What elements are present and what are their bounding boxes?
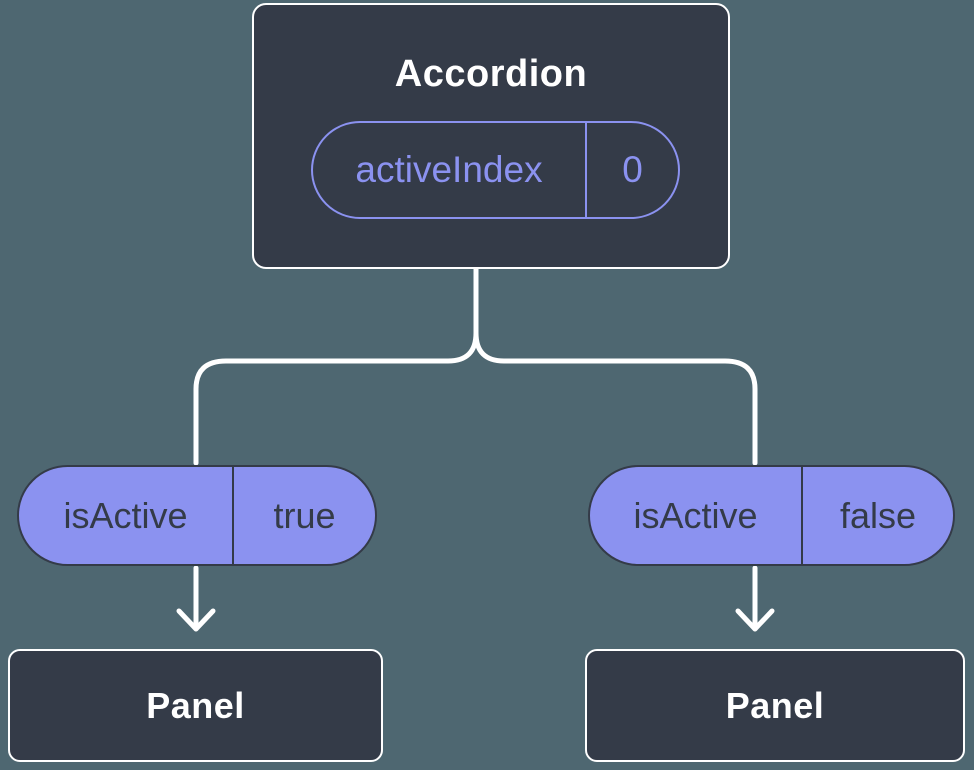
prop-pill-divider [801,467,803,564]
accordion-node: Accordion activeIndex 0 [252,3,730,269]
state-pill-divider [585,123,587,217]
prop-pill-label: isActive [63,494,188,536]
panel-node-right: Panel [585,649,965,762]
branch-line-left [193,265,479,466]
state-pill: activeIndex 0 [311,121,680,219]
prop-pill-value: true [273,494,336,536]
arrow-down-icon [176,565,216,632]
panel-node-title: Panel [146,684,245,726]
prop-pill-isactive-false: isActive false [588,465,955,566]
state-pill-value: 0 [622,149,643,190]
panel-node-left: Panel [8,649,383,762]
prop-pill-value: false [839,494,917,536]
panel-node-title: Panel [725,684,825,726]
arrow-down-icon [735,565,775,632]
branch-line-right [473,265,758,466]
accordion-node-title: Accordion [394,53,588,95]
prop-pill-divider [232,467,234,564]
prop-pill-label: isActive [633,494,758,536]
state-pill-label: activeIndex [355,149,543,190]
prop-pill-isactive-true: isActive true [17,465,377,566]
